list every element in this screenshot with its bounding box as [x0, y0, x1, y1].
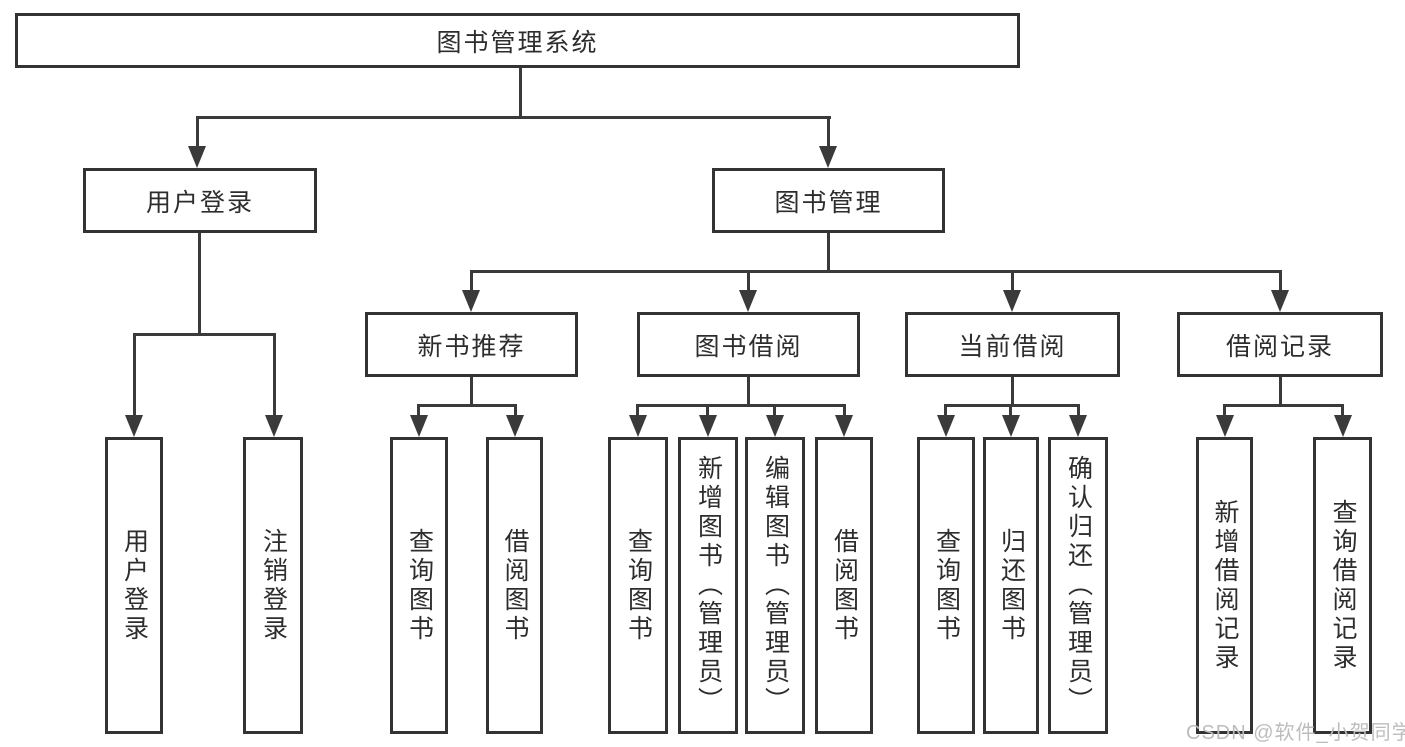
connector-nb2-stem: [514, 404, 517, 418]
connector-bb1-stem: [636, 404, 639, 418]
arrow-to-record-query: [1334, 415, 1352, 437]
connector-currentborrow-down: [1011, 377, 1014, 407]
leaf-record-add-label: 新增借阅记录: [1211, 498, 1239, 673]
leaf-current-query-label: 查询图书: [932, 527, 961, 644]
connector-bb4-stem: [843, 404, 846, 418]
user-login-node-label: 用户登录: [145, 188, 254, 217]
leaf-current-query: 查询图书: [917, 437, 975, 734]
leaf-borrow-edit-admin: 编辑图书（管理员）: [745, 437, 805, 734]
arrow-to-leaf-user-login: [125, 415, 143, 437]
connector-bookborrow-stem: [747, 270, 750, 293]
connector-borrowrecord-stem: [1279, 270, 1282, 293]
current-borrow-label: 当前借阅: [958, 332, 1067, 361]
arrow-to-borrow-edit: [766, 415, 784, 437]
arrow-to-borrow-record: [1271, 290, 1289, 312]
connector-br1-stem: [1223, 404, 1226, 418]
leaf-borrow-add-admin: 新增图书（管理员）: [678, 437, 738, 734]
leaf-borrow-query-label: 查询图书: [624, 527, 653, 644]
arrow-to-borrow-book: [835, 415, 853, 437]
arrow-to-new-book-recommend: [462, 290, 480, 312]
root-node: 图书管理系统: [15, 13, 1020, 68]
arrow-to-user-login: [188, 146, 206, 168]
leaf-borrow-book-label: 借阅图书: [830, 527, 859, 644]
connector-bookborrow-branch: [636, 404, 846, 407]
connector-nb1-stem: [417, 404, 420, 418]
leaf-user-login-label: 用户登录: [120, 527, 149, 644]
leaf-borrow-query: 查询图书: [608, 437, 668, 734]
connector-userlogin-stem: [196, 116, 199, 148]
leaf-current-return-label: 归还图书: [997, 527, 1026, 644]
connector-userlogin-down: [198, 233, 201, 336]
arrow-to-newbook-query: [410, 415, 428, 437]
borrow-record-node: 借阅记录: [1177, 312, 1383, 377]
new-book-recommend-node: 新书推荐: [365, 312, 578, 377]
leaf-record-query-label: 查询借阅记录: [1329, 498, 1357, 673]
connector-bb3-stem: [773, 404, 776, 418]
csdn-watermark: CSDN @软件_小贺同学: [1186, 722, 1405, 744]
connector-leaf-userlogin-stem: [133, 333, 136, 418]
book-mgmt-node: 图书管理: [712, 168, 945, 233]
arrow-to-book-borrow: [739, 290, 757, 312]
connector-borrowrecord-down: [1279, 377, 1282, 407]
leaf-logout: 注销登录: [243, 437, 303, 734]
connector-currentborrow-branch: [944, 404, 1080, 407]
connector-root-stem: [519, 67, 522, 118]
connector-bookborrow-down: [747, 377, 750, 407]
book-mgmt-node-label: 图书管理: [774, 188, 883, 217]
root-node-label: 图书管理系统: [436, 28, 599, 57]
arrow-to-current-borrow: [1003, 290, 1021, 312]
leaf-newbook-query-label: 查询图书: [405, 527, 434, 644]
connector-bookmgmt-stem: [827, 116, 830, 148]
leaf-current-confirm-admin-label: 确认归还（管理员）: [1064, 455, 1093, 716]
arrow-to-current-query: [937, 415, 955, 437]
arrow-to-book-mgmt: [819, 146, 837, 168]
leaf-newbook-borrow-label: 借阅图书: [501, 527, 529, 644]
user-login-node: 用户登录: [83, 168, 317, 233]
connector-cb3-stem: [1077, 404, 1080, 418]
current-borrow-node: 当前借阅: [905, 312, 1120, 377]
connector-bb2-stem: [706, 404, 709, 418]
leaf-current-confirm-admin: 确认归还（管理员）: [1048, 437, 1108, 734]
leaf-newbook-query: 查询图书: [390, 437, 448, 734]
connector-currentborrow-stem: [1011, 270, 1014, 293]
arrow-to-record-add: [1216, 415, 1234, 437]
arrow-to-current-confirm: [1069, 415, 1087, 437]
connector-leaf-logout-stem: [273, 333, 276, 418]
connector-cb1-stem: [944, 404, 947, 418]
borrow-record-label: 借阅记录: [1225, 332, 1334, 361]
book-borrow-label: 图书借阅: [694, 332, 803, 361]
leaf-user-login: 用户登录: [105, 437, 163, 734]
arrow-to-newbook-borrow: [506, 415, 524, 437]
connector-newbook-down: [470, 377, 473, 407]
connector-br2-stem: [1341, 404, 1344, 418]
book-borrow-node: 图书借阅: [637, 312, 860, 377]
arrow-to-borrow-add: [699, 415, 717, 437]
leaf-borrow-book: 借阅图书: [815, 437, 873, 734]
arrow-to-leaf-logout: [265, 415, 283, 437]
connector-borrowrecord-branch: [1223, 404, 1344, 407]
leaf-record-add: 新增借阅记录: [1196, 437, 1253, 734]
connector-userlogin-branch: [133, 333, 276, 336]
leaf-borrow-add-admin-label: 新增图书（管理员）: [694, 455, 723, 716]
new-book-recommend-label: 新书推荐: [417, 332, 526, 361]
leaf-record-query: 查询借阅记录: [1313, 437, 1372, 734]
connector-bookmgmt-branch: [470, 270, 1282, 273]
leaf-current-return: 归还图书: [983, 437, 1039, 734]
connector-newbook-stem: [470, 270, 473, 293]
leaf-borrow-edit-admin-label: 编辑图书（管理员）: [761, 455, 790, 716]
arrow-to-current-return: [1002, 415, 1020, 437]
leaf-logout-label: 注销登录: [259, 527, 288, 644]
connector-newbook-branch: [417, 404, 517, 407]
arrow-to-borrow-query: [629, 415, 647, 437]
connector-root-branch: [196, 116, 831, 119]
leaf-newbook-borrow: 借阅图书: [486, 437, 543, 734]
connector-bookmgmt-down: [827, 233, 830, 273]
connector-cb2-stem: [1009, 404, 1012, 418]
